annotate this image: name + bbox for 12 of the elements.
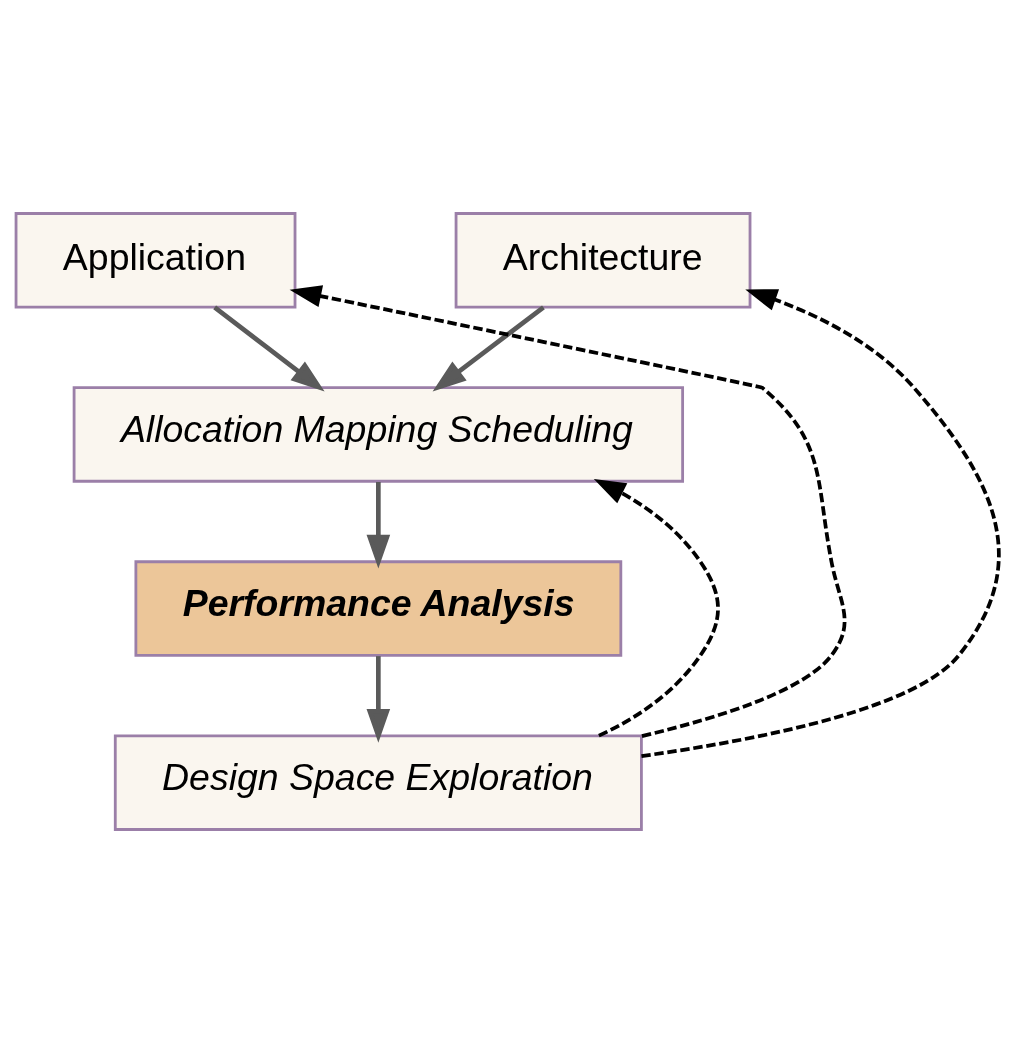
arrow	[366, 481, 391, 569]
arrow	[432, 305, 545, 392]
arrow	[641, 289, 1001, 758]
arrow	[593, 479, 720, 738]
arrow	[366, 656, 391, 743]
node-box: Application	[14, 212, 297, 309]
arrow	[289, 285, 847, 738]
node-box: Allocation Mapping Scheduling	[72, 386, 685, 483]
node-box: Design Space Exploration	[113, 734, 643, 831]
arrow	[213, 305, 325, 392]
node-box: Architecture	[454, 212, 752, 309]
node-box: Performance Analysis	[134, 560, 623, 657]
